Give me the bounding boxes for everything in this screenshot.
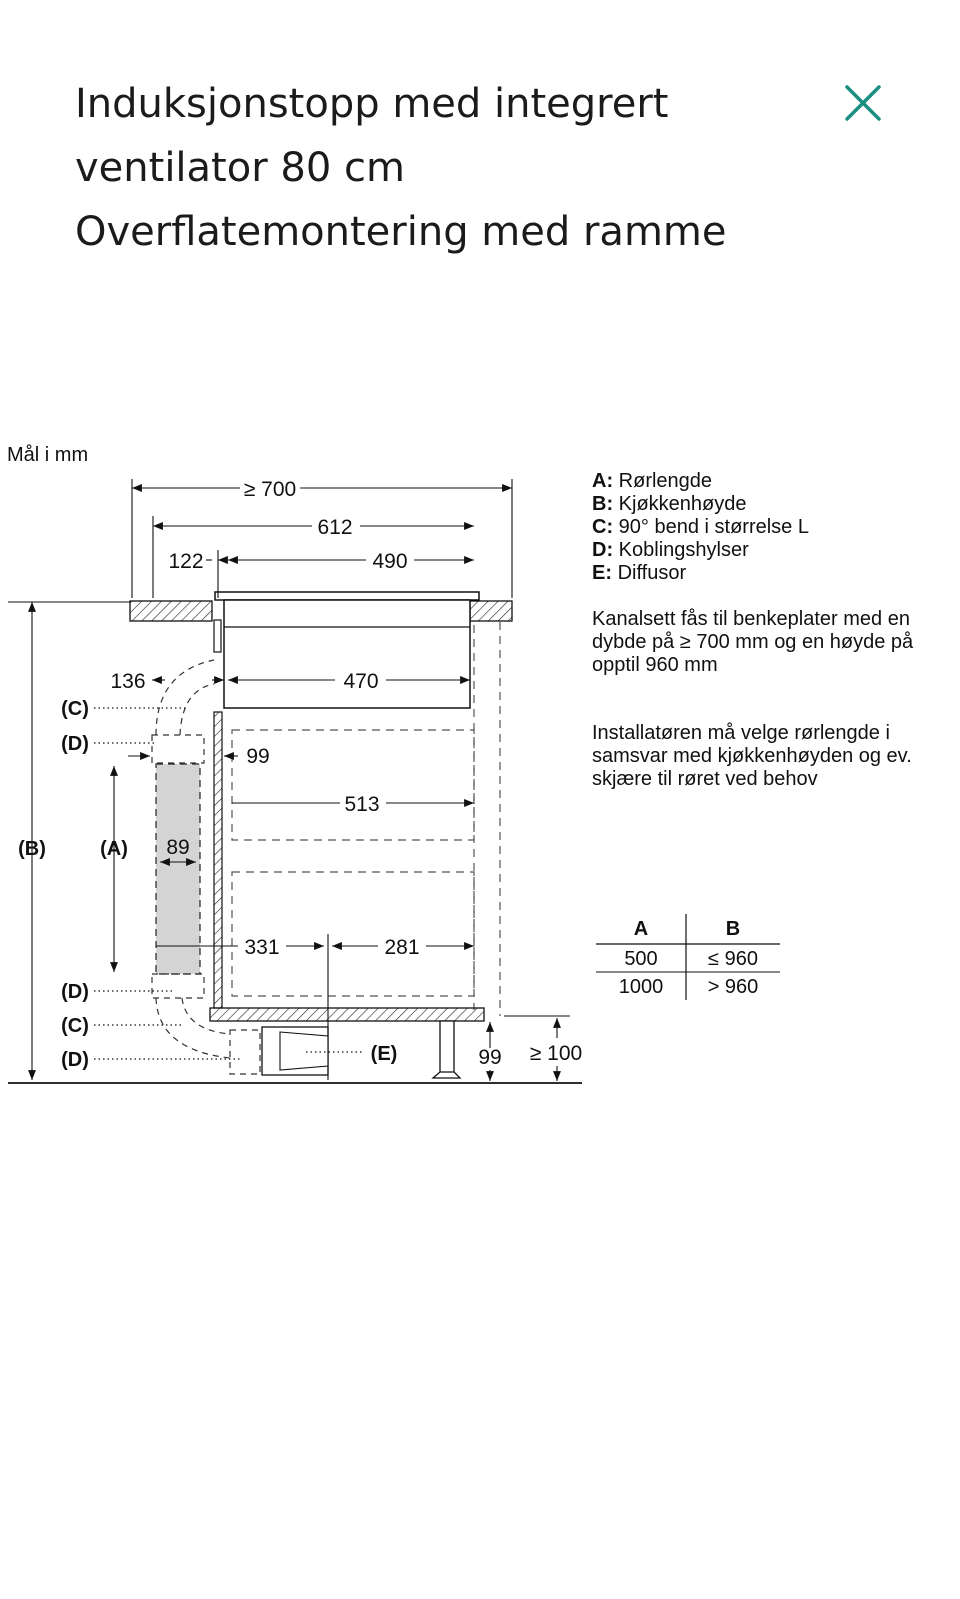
legend-item-a: A: Rørlengde bbox=[592, 470, 713, 492]
dim-width-331: 331 bbox=[244, 936, 279, 959]
page-title: Induksjonstopp med integrert ventilator … bbox=[75, 72, 795, 264]
dim-overall-width: ≥ 700 bbox=[244, 478, 296, 501]
dim-width-470: 470 bbox=[343, 670, 378, 693]
table-header-a: A bbox=[634, 918, 648, 940]
installer-note: Installatøren må velge rørlengde i samsv… bbox=[592, 722, 912, 790]
hob-glass bbox=[214, 591, 480, 601]
marker-c-bottom: (C) bbox=[61, 1015, 89, 1037]
hob-body bbox=[223, 599, 471, 709]
dim-offset-122: 122 bbox=[168, 550, 203, 573]
table-cell: ≤ 960 bbox=[708, 948, 758, 970]
marker-b: (B) bbox=[18, 838, 46, 860]
diffuser bbox=[261, 1026, 329, 1076]
marker-a: (A) bbox=[100, 838, 128, 860]
title-line-1: Induksjonstopp med integrert bbox=[75, 81, 669, 127]
marker-d-bottom: (D) bbox=[61, 1049, 89, 1071]
lower-bend bbox=[151, 973, 261, 1075]
dimension-labels: ≥ 700 612 122 490 136 470 99 513 89 331 … bbox=[110, 478, 582, 1069]
back-panel bbox=[213, 711, 223, 1009]
table-cell: 1000 bbox=[619, 976, 664, 998]
legend: A: Rørlengde B: Kjøkkenhøyde C: 90° bend… bbox=[592, 470, 957, 585]
legend-item-b: B: Kjøkkenhøyde bbox=[592, 493, 747, 515]
marker-c-top: (C) bbox=[61, 698, 89, 720]
marker-e: (E) bbox=[371, 1043, 398, 1065]
marker-labels: (C) (D) (B) (A) (D) (C) (D) (E) bbox=[18, 698, 397, 1071]
table-cell: 500 bbox=[624, 948, 657, 970]
marker-d-mid: (D) bbox=[61, 981, 89, 1003]
dim-duct-89: 89 bbox=[166, 836, 189, 859]
dim-width-281: 281 bbox=[384, 936, 419, 959]
worktop bbox=[129, 600, 513, 622]
dim-plinth-99: 99 bbox=[478, 1046, 501, 1069]
title-line-2: ventilator 80 cm bbox=[75, 145, 405, 191]
dim-hob-width: 612 bbox=[317, 516, 352, 539]
upper-bend bbox=[151, 659, 215, 764]
close-icon bbox=[845, 85, 881, 121]
legend-item-e: E: Diffusor bbox=[592, 562, 687, 584]
table-header-b: B bbox=[726, 918, 740, 940]
dim-depth-136: 136 bbox=[110, 670, 145, 693]
dim-plinth-min: ≥ 100 bbox=[530, 1042, 582, 1065]
leader-lines bbox=[94, 707, 364, 1060]
bottom-shelf bbox=[209, 1007, 485, 1022]
duct-pipe bbox=[155, 763, 201, 975]
dimension-lines bbox=[8, 479, 570, 1081]
units-label: Mål i mm bbox=[7, 444, 89, 466]
title-line-3: Overflatemontering med ramme bbox=[75, 209, 727, 255]
dim-width-490: 490 bbox=[372, 550, 407, 573]
dim-gap-99: 99 bbox=[246, 745, 269, 768]
legend-item-c: C: 90° bend i størrelse L bbox=[592, 516, 809, 538]
installation-diagram: ≥ 700 612 122 490 136 470 99 513 89 331 … bbox=[8, 478, 780, 1084]
cabinet-outline bbox=[231, 622, 501, 1016]
kit-note: Kanalsett fås til benkeplater med en dyb… bbox=[592, 608, 914, 676]
marker-d-top: (D) bbox=[61, 733, 89, 755]
dim-width-513: 513 bbox=[344, 793, 379, 816]
legend-item-d: D: Koblingshylser bbox=[592, 539, 749, 561]
table-cell: > 960 bbox=[708, 976, 759, 998]
close-button[interactable] bbox=[842, 82, 884, 124]
pipe-length-table: A B 500 ≤ 960 1000 > 960 bbox=[596, 914, 780, 1000]
cabinet-leg bbox=[431, 1020, 462, 1079]
